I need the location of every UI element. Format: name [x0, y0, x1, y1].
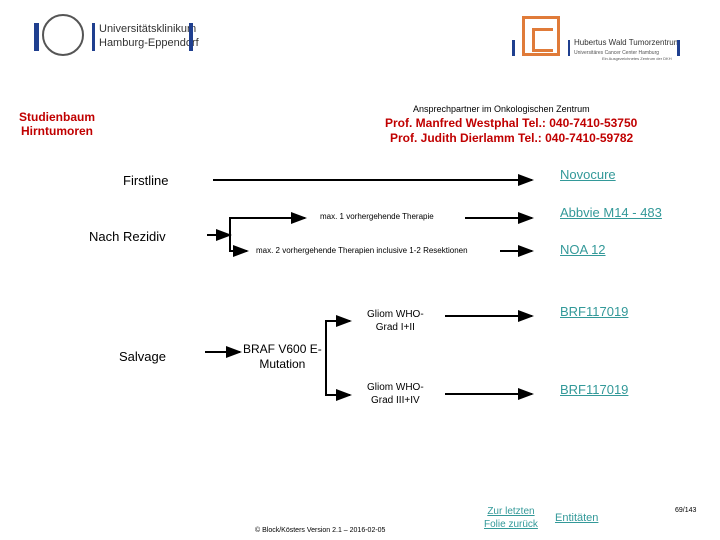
uke-name-line2: Hamburg-Eppendorf — [99, 37, 199, 49]
hwtz-logo: Hubertus Wald Tumorzentrum Universitäres… — [512, 16, 682, 76]
page-title-line1: Studienbaum — [19, 110, 96, 124]
gliom12-line2: Grad I+II — [375, 322, 415, 333]
hwtz-subline: Ein Ausgezeichnetes Zentrum der DKH — [602, 56, 672, 61]
label-max2: max. 2 vorhergehende Therapien inclusive… — [256, 246, 468, 255]
back-line2: Folie zurück — [484, 519, 538, 530]
hwtz-name-line2: Universitäres Cancer Center Hamburg — [574, 50, 660, 56]
label-nach-rezidiv: Nach Rezidiv — [89, 229, 166, 244]
label-max1: max. 1 vorhergehende Therapie — [320, 212, 434, 221]
link-brf117019-2[interactable]: BRF117019 — [560, 382, 629, 397]
braf-line1: BRAF V600 E- — [243, 342, 322, 356]
label-braf: BRAF V600 E- Mutation — [243, 342, 322, 372]
link-back-to-last-slide[interactable]: Zur letzten Folie zurück — [484, 505, 538, 531]
label-salvage: Salvage — [119, 349, 166, 364]
hwtz-emblem-icon — [522, 16, 560, 56]
label-firstline: Firstline — [123, 173, 169, 188]
label-gliom12: Gliom WHO- Grad I+II — [367, 308, 424, 334]
contact-dierlamm: Prof. Judith Dierlamm Tel.: 040-7410-597… — [390, 131, 634, 145]
copyright: © Block/Kösters Version 2.1 – 2016-02-05 — [255, 527, 386, 534]
uke-seal-icon — [34, 23, 39, 51]
back-line1: Zur letzten — [487, 506, 535, 517]
uke-logo: Universitätsklinikum Hamburg-Eppendorf — [34, 14, 199, 60]
link-noa12[interactable]: NOA 12 — [560, 242, 606, 257]
gliom12-line1: Gliom WHO- — [367, 309, 424, 320]
link-abbvie[interactable]: Abbvie M14 - 483 — [560, 205, 662, 220]
uke-name-line1: Universitätsklinikum — [99, 23, 197, 35]
page-number: 69/143 — [675, 507, 697, 514]
link-brf117019-1[interactable]: BRF117019 — [560, 304, 629, 319]
link-novocure[interactable]: Novocure — [560, 167, 616, 182]
page-title-line2: Hirntumoren — [21, 124, 93, 138]
link-entitaeten[interactable]: Entitäten — [555, 512, 599, 524]
label-gliom34: Gliom WHO- Grad III+IV — [367, 381, 424, 407]
gliom34-line2: Grad III+IV — [371, 395, 420, 406]
contact-heading: Ansprechpartner im Onkologischen Zentrum — [413, 104, 590, 114]
uke-seal — [42, 14, 84, 56]
contact-westphal: Prof. Manfred Westphal Tel.: 040-7410-53… — [385, 116, 638, 130]
gliom34-line1: Gliom WHO- — [367, 382, 424, 393]
hwtz-name-line1: Hubertus Wald Tumorzentrum — [574, 38, 681, 47]
braf-line2: Mutation — [259, 357, 306, 371]
